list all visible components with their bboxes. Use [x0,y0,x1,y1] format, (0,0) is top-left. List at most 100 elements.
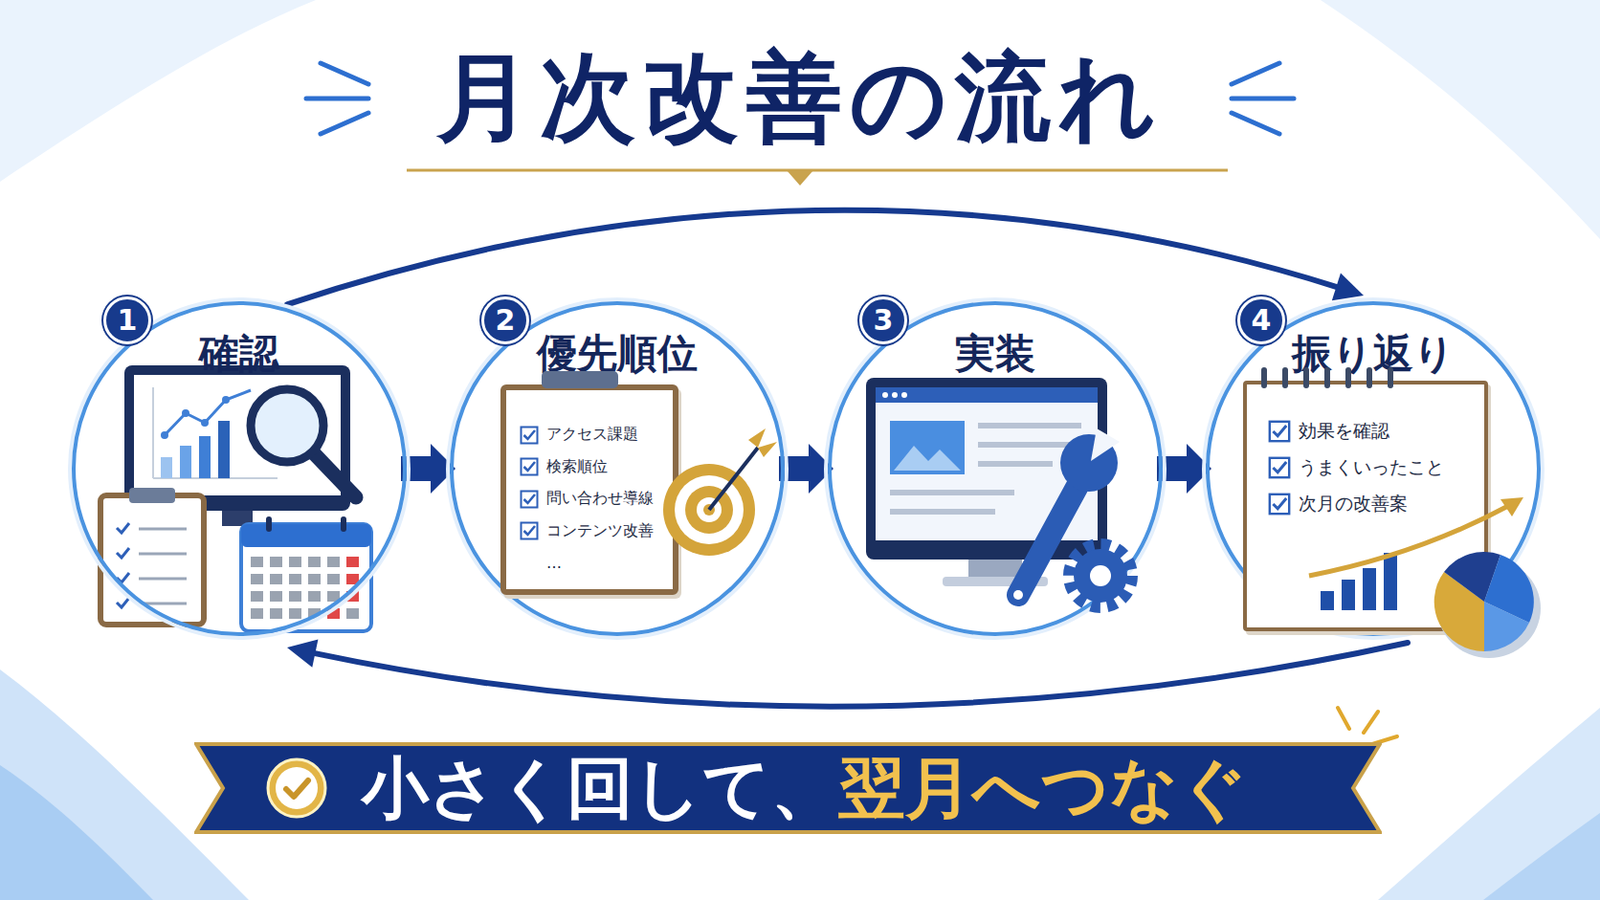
ring [1261,367,1267,389]
checkbox-frame [521,523,538,540]
corner-wave [1320,0,1600,240]
checkbox-icon [519,457,539,477]
checklist-row: アクセス課題 [519,419,666,452]
step-number-badge: 2 [481,296,530,345]
corner-wave [1377,708,1600,900]
calendar-cell [346,591,359,602]
calendar-cell [250,608,264,620]
checklist-item: … [546,554,562,573]
editor-monitor [866,377,1108,587]
step-number: 4 [1251,306,1272,335]
wrench-gear-icon [1013,428,1133,608]
checklist-row: 効果を確認 [1267,413,1477,450]
step-number-badge: 1 [103,296,152,345]
calendar-cell [308,556,321,568]
checkbox-tick [524,494,536,504]
flow-connector [287,639,1408,707]
calendar-cell [346,556,359,568]
calendar-cell [308,591,321,602]
analytics-monitor [124,365,351,527]
calendar-cell [250,574,264,585]
flow-connector [778,444,834,494]
checkbox-tick [1272,425,1287,437]
step-circle: 実装3 [827,301,1163,637]
calendar-cell [346,608,359,620]
calendar-cell [288,608,302,620]
step-number: 2 [495,306,516,335]
checkbox-frame [1269,422,1289,442]
step-number-badge: 3 [859,296,908,345]
checkbox-icon [1267,492,1291,516]
step-circle: 優先順位2アクセス課題検索順位問い合わせ導線コンテンツ改善… [449,301,785,637]
checklist-row: … [519,547,666,580]
title-underline [406,169,1228,173]
summary-banner: 小さく回して、翌月へつなぐ [194,742,1382,835]
corner-wave [0,765,154,900]
growth-chart [1309,497,1524,611]
arrow-head [1332,273,1364,302]
calendar-cell [250,591,264,602]
calendar-cell [269,591,283,602]
checklist-row: 検索順位 [519,451,666,485]
calendar-cell [327,574,340,585]
checkbox-tick [1272,462,1287,473]
checklist-row: うまくいったこと [1267,449,1477,487]
step-circle: 確認1 [71,301,407,637]
flow-connector [400,444,456,494]
step-number: 1 [117,306,138,335]
title-pointer [786,170,814,186]
checkbox-frame [521,426,538,444]
calendar-cell [327,608,340,620]
checkbox-icon [519,489,539,510]
block-arrow [1156,444,1212,494]
calendar-cell [269,574,283,585]
checkbox-tick [1272,498,1287,510]
checklist-clipboard: アクセス課題検索順位問い合わせ導線コンテンツ改善 … [500,384,679,596]
sparkle [1337,708,1398,745]
calendar-cell [250,556,264,568]
ring [1303,367,1310,389]
checkbox-frame [521,490,538,508]
corner-wave [1483,813,1600,900]
ring [1366,367,1373,389]
corner-wave [0,0,316,182]
calendar-cell [288,591,302,602]
ribbon-fill [196,744,1380,833]
checklist-row: 問い合わせ導線 [519,483,666,516]
ring [1282,367,1289,389]
pie-chart [1434,552,1541,659]
check-badge-icon [266,757,328,820]
checklist-row: コンテンツ改善 [519,515,666,549]
calendar-cell [308,574,321,585]
checkbox-tick [524,526,536,535]
check-badge-tick [286,780,309,798]
banner-text: 小さく回して、 [361,755,839,823]
notebook-rings [1261,367,1394,389]
calendar-cell [327,591,340,602]
calendar-cell [327,556,340,568]
checkbox-icon [519,521,539,541]
clip-top [541,371,619,389]
checkbox-frame [1269,458,1289,478]
block-arrow [778,444,834,494]
checkbox-icon [1267,420,1291,444]
calendar-cell [269,556,283,568]
review-notebook: 効果を確認うまくいったこと次月の改善案 [1243,380,1489,632]
checklist-item: アクセス課題 [546,424,639,445]
cycle-arc [287,210,1340,306]
check-badge-core [275,767,318,810]
cycle-arc [311,643,1408,708]
checklist-row: 次月の改善案 [1267,486,1477,523]
block-arrow [400,444,456,494]
checklist-item: 問い合わせ導線 [546,488,654,510]
clipboard-icon [100,488,204,625]
banner-text: 翌月へつなぐ [838,755,1248,823]
checklist-item: うまくいったこと [1298,455,1445,481]
calendar-cell [346,574,359,585]
checkbox-icon [519,425,539,445]
checkbox-icon [1267,456,1291,480]
checkbox-tick [524,430,536,440]
calendar-icon [241,516,372,632]
checklist-item: 検索順位 [546,457,608,478]
